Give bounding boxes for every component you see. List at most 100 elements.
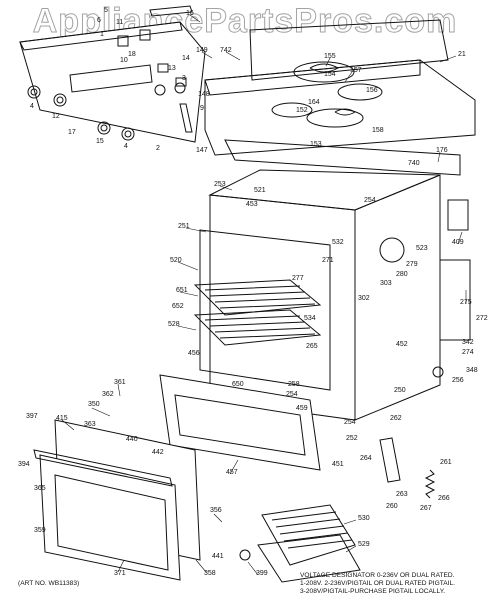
part-label: 152 (296, 107, 308, 114)
part-label: 441 (212, 553, 224, 560)
part-label: 452 (396, 341, 408, 348)
part-label: 532 (332, 239, 344, 246)
part-label: 18 (128, 51, 136, 58)
part-label: 16 (186, 10, 194, 17)
part-label: 348 (466, 367, 478, 374)
part-label: 358 (204, 570, 216, 577)
oven-rack-upper (193, 279, 322, 316)
part-label: 250 (394, 387, 406, 394)
part-label: 13 (168, 65, 176, 72)
part-label: 267 (420, 505, 432, 512)
part-label: 457 (226, 469, 238, 476)
oven-rack-lower (193, 309, 322, 346)
part-label: 271 (322, 257, 334, 264)
part-label: 265 (306, 343, 318, 350)
part-label: 147 (196, 147, 208, 154)
range-body (193, 139, 471, 421)
leader-lines (61, 14, 467, 576)
art-number: (ART NO. WB11383) (18, 580, 80, 587)
part-label: 148 (198, 91, 210, 98)
part-label: 254 (344, 419, 356, 426)
part-label: 4 (124, 143, 128, 150)
part-label: 456 (188, 350, 200, 357)
part-label: 251 (178, 223, 190, 230)
part-label: 530 (358, 515, 370, 522)
part-label: 1 (100, 31, 104, 38)
part-label: 342 (462, 339, 474, 346)
part-label: 17 (68, 129, 76, 136)
part-label: 4 (30, 103, 34, 110)
part-label: 415 (56, 415, 68, 422)
door-hinge (379, 437, 401, 483)
broiler-pan (257, 504, 361, 583)
part-label: 451 (332, 461, 344, 468)
part-label: 529 (358, 541, 370, 548)
storage-drawer (159, 374, 321, 471)
part-label: 252 (346, 435, 358, 442)
part-label: 459 (296, 405, 308, 412)
part-label: 264 (360, 455, 372, 462)
part-label: 740 (408, 160, 420, 167)
part-label: 520 (170, 257, 182, 264)
part-label: 534 (304, 315, 316, 322)
part-label: 453 (246, 201, 258, 208)
part-label: 528 (168, 321, 180, 328)
part-label: 652 (172, 303, 184, 310)
part-label: 253 (214, 181, 226, 188)
part-label: 149 (196, 47, 208, 54)
part-label: 15 (96, 138, 104, 145)
part-label: 266 (438, 495, 450, 502)
part-label: 363 (84, 421, 96, 428)
part-label: 274 (462, 349, 474, 356)
cooktop (204, 19, 476, 156)
part-label: 371 (114, 570, 126, 577)
part-labels: 5 16 6 11 1 10 149 18 14 13 3 9 148 17 1… (18, 7, 488, 577)
part-label: 521 (254, 187, 266, 194)
part-label: 12 (52, 113, 60, 120)
part-label: 394 (18, 461, 30, 468)
part-label: 263 (396, 491, 408, 498)
part-label: 176 (436, 147, 448, 154)
part-label: 440 (126, 436, 138, 443)
part-label: 280 (396, 271, 408, 278)
part-label: 2 (156, 145, 160, 152)
part-label: 258 (288, 381, 300, 388)
part-label: 742 (220, 47, 232, 54)
part-label: 365 (34, 485, 46, 492)
part-label: 361 (114, 379, 126, 386)
oven-door (33, 419, 201, 581)
part-label: 254 (364, 197, 376, 204)
part-label: 3 (182, 75, 186, 82)
part-label: 256 (452, 377, 464, 384)
part-label: 155 (324, 53, 336, 60)
part-label: 650 (232, 381, 244, 388)
part-label: 651 (176, 287, 188, 294)
part-label: 156 (366, 87, 378, 94)
part-label: 11 (116, 19, 123, 26)
part-label: 399 (256, 570, 268, 577)
part-label: 261 (440, 459, 452, 466)
part-label: 302 (358, 295, 370, 302)
part-label: 164 (308, 99, 320, 106)
part-label: 153 (310, 141, 322, 148)
part-label: 260 (386, 503, 398, 510)
part-label: 277 (292, 275, 304, 282)
part-label: 158 (372, 127, 384, 134)
voltage-note-line: 3-208V/PIGTAIL-PURCHASE PIGTAIL LOCALLY. (300, 588, 446, 595)
part-label: 303 (380, 280, 392, 287)
part-label: 362 (102, 391, 114, 398)
part-label: 359 (34, 527, 46, 534)
part-label: 10 (120, 57, 128, 64)
voltage-note-line: VOLTAGE DESIGNATOR 0-236V OR DUAL RATED. (300, 572, 455, 579)
part-label: 523 (416, 245, 428, 252)
part-label: 157 (350, 67, 362, 74)
leveling-leg (239, 549, 251, 561)
part-label: 409 (452, 239, 464, 246)
part-label: 14 (182, 55, 190, 62)
part-label: 262 (390, 415, 402, 422)
part-label: 356 (210, 507, 222, 514)
part-label: 272 (476, 315, 488, 322)
part-label: 5 (104, 7, 108, 14)
part-label: 279 (406, 261, 418, 268)
